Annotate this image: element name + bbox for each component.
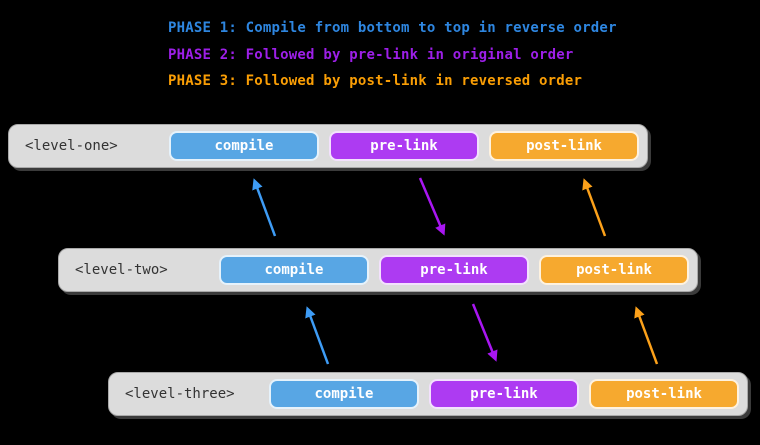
arrow-postlink-level2-to-level1: [582, 178, 607, 237]
level-two-post-link-node: post-link: [539, 255, 689, 285]
level-three-post-link-node: post-link: [589, 379, 739, 409]
level-three-row: <level-three> compile pre-link post-link: [108, 372, 748, 416]
level-two-pre-link-node: pre-link: [379, 255, 529, 285]
level-two-tag: <level-two>: [75, 262, 168, 278]
level-one-post-link-node: post-link: [489, 131, 639, 161]
level-one-compile-node: compile: [169, 131, 319, 161]
arrow-prelink-level2-to-level3: [471, 303, 498, 362]
level-three-pre-link-node: pre-link: [429, 379, 579, 409]
level-two-row: <level-two> compile pre-link post-link: [58, 248, 698, 292]
level-three-tag: <level-three>: [125, 386, 235, 402]
level-one-row: <level-one> compile pre-link post-link: [8, 124, 648, 168]
arrow-prelink-level1-to-level2: [418, 177, 446, 236]
level-two-compile-node: compile: [219, 255, 369, 285]
phase-1-caption: PHASE 1: Compile from bottom to top in r…: [168, 20, 617, 36]
arrow-compile-level2-to-level1: [252, 178, 277, 237]
phase-3-caption: PHASE 3: Followed by post-link in revers…: [168, 73, 583, 89]
arrow-postlink-level3-to-level2: [634, 306, 659, 365]
level-one-tag: <level-one>: [25, 138, 118, 154]
phase-2-caption: PHASE 2: Followed by pre-link in origina…: [168, 47, 574, 63]
level-one-pre-link-node: pre-link: [329, 131, 479, 161]
arrow-compile-level3-to-level2: [305, 306, 330, 365]
level-three-compile-node: compile: [269, 379, 419, 409]
